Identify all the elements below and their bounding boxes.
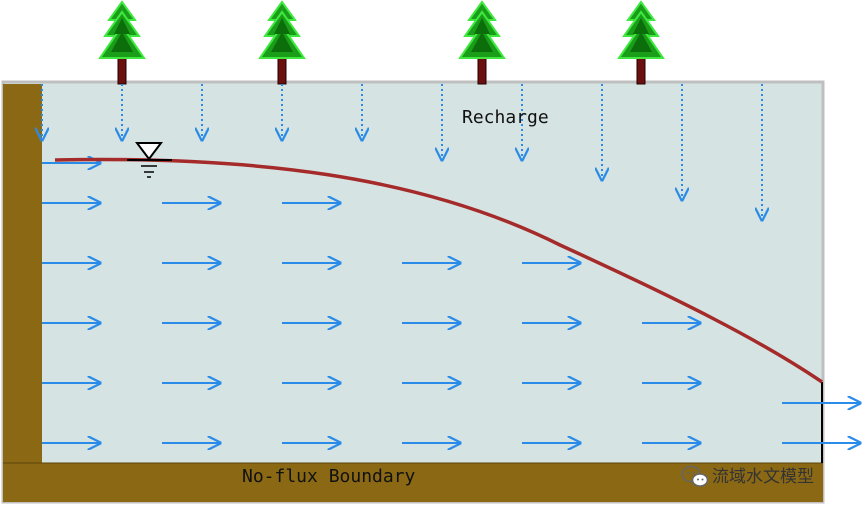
recharge-arrows	[42, 84, 762, 220]
watermark: 流域水文模型	[681, 465, 814, 487]
pine-tree-icon	[617, 0, 665, 85]
flow-arrows	[42, 163, 700, 443]
left-bedrock-wall	[3, 84, 42, 464]
pine-tree-icon	[258, 0, 306, 85]
trees	[98, 0, 665, 85]
wechat-icon	[681, 465, 709, 487]
pine-tree-icon	[458, 0, 506, 85]
no-flux-boundary-label: No-flux Boundary	[242, 466, 416, 487]
pine-tree-icon	[98, 0, 146, 85]
outflow-arrows	[782, 403, 860, 443]
recharge-label: Recharge	[462, 107, 549, 128]
water-table-line	[54, 157, 823, 384]
water-table-icon	[127, 142, 172, 178]
aquifer-body	[1, 80, 825, 504]
bottom-boundary	[3, 463, 823, 502]
watermark-text: 流域水文模型	[712, 467, 814, 487]
